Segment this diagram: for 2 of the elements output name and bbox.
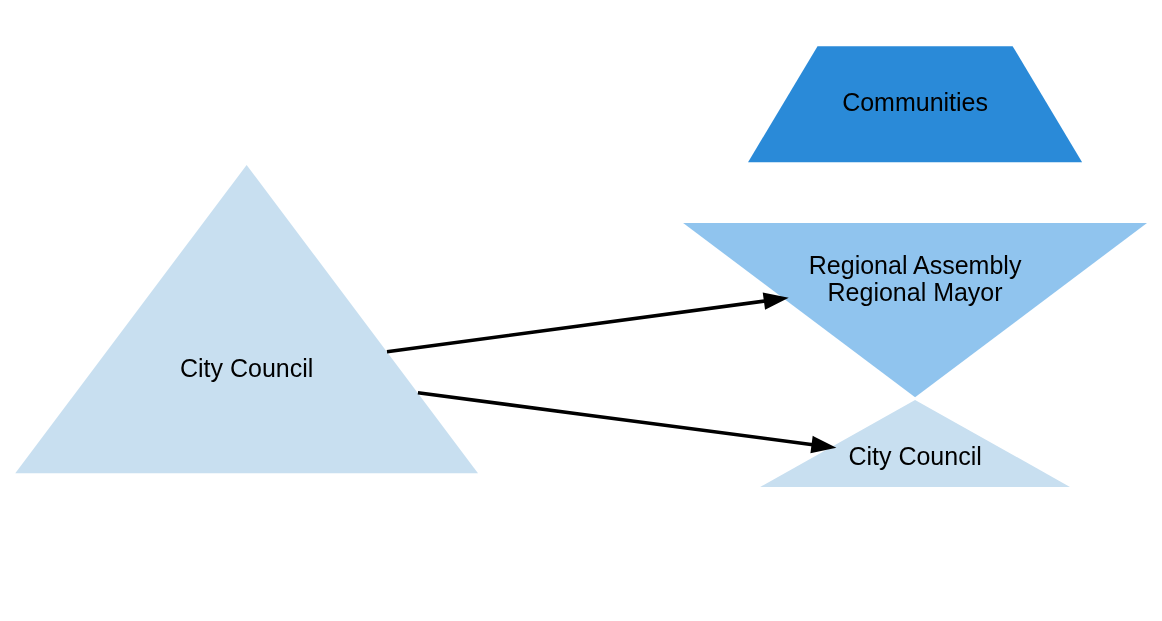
arrow	[386, 291, 789, 354]
arrow	[417, 390, 837, 453]
